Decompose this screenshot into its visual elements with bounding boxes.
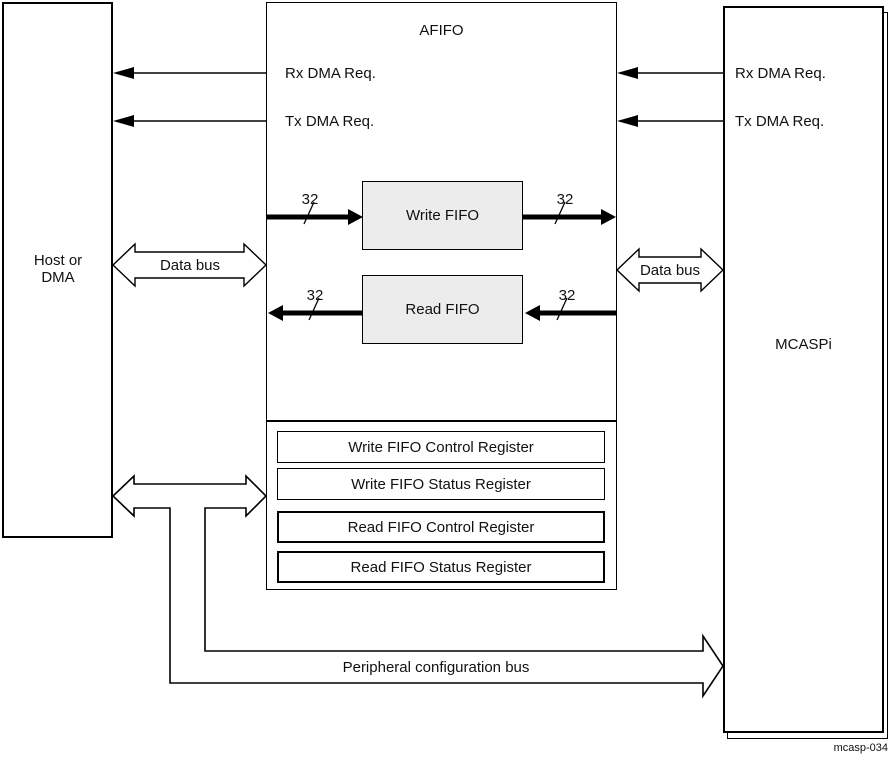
host-label: Host or DMA	[33, 252, 83, 286]
write-fifo-control-register-label: Write FIFO Control Register	[348, 438, 534, 456]
write-fifo-control-register-box: Write FIFO Control Register	[277, 431, 605, 463]
data-bus-left-label: Data bus	[159, 257, 221, 274]
read-fifo-status-register-box: Read FIFO Status Register	[277, 551, 605, 583]
read-bus-width-label-left: 32	[306, 287, 324, 304]
read-fifo-label: Read FIFO	[405, 301, 480, 318]
afifo-title: AFIFO	[419, 22, 464, 39]
read-fifo-box: Read FIFO	[362, 275, 523, 344]
mcasp-rx-dma-label: Rx DMA Req.	[735, 65, 826, 82]
figure-id-label: mcasp-034	[833, 742, 888, 754]
mcasp-tx-dma-label: Tx DMA Req.	[735, 113, 825, 130]
rx-dma-arrow-left	[113, 67, 266, 79]
write-bus-width-label-left: 32	[301, 191, 319, 208]
write-fifo-box: Write FIFO	[362, 181, 523, 250]
write-fifo-status-register-label: Write FIFO Status Register	[351, 475, 531, 493]
data-bus-right-label: Data bus	[639, 262, 701, 279]
write-fifo-label: Write FIFO	[405, 207, 480, 224]
read-bus-width-label-right: 32	[558, 287, 576, 304]
write-fifo-status-register-box: Write FIFO Status Register	[277, 468, 605, 500]
afifo-tx-dma-label: Tx DMA Req.	[285, 113, 375, 130]
mcasp-label: MCASPi	[775, 336, 832, 353]
afifo-rx-dma-label: Rx DMA Req.	[285, 65, 376, 82]
tx-dma-arrow-left	[113, 115, 266, 127]
rx-dma-arrow-right	[617, 67, 723, 79]
read-fifo-control-register-box: Read FIFO Control Register	[277, 511, 605, 543]
write-bus-width-label-right: 32	[556, 191, 574, 208]
peripheral-config-bus-label: Peripheral configuration bus	[342, 659, 530, 676]
read-fifo-control-register-label: Read FIFO Control Register	[347, 518, 535, 536]
mcasp-box	[723, 6, 884, 733]
afifo-section-divider	[267, 420, 616, 422]
tx-dma-arrow-right	[617, 115, 723, 127]
read-fifo-status-register-label: Read FIFO Status Register	[350, 558, 532, 576]
